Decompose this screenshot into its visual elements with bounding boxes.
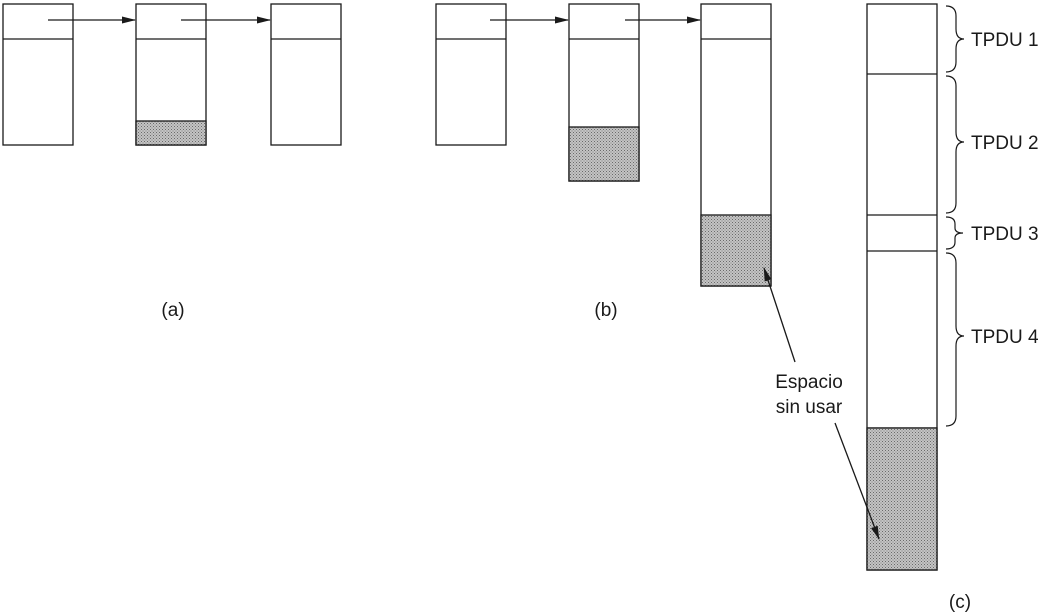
tpdu-4-label: TPDU 4	[971, 327, 1039, 348]
panel-b-buffer-large	[700, 3, 772, 287]
tpdu-3-label: TPDU 3	[971, 224, 1039, 245]
panel-b-buffer-medium	[568, 3, 640, 182]
panel-a: (a)	[2, 3, 342, 321]
panel-a-buffer-3	[270, 3, 342, 146]
panel-b: (b)	[435, 3, 772, 321]
tpdu-1-label: TPDU 1	[971, 30, 1039, 51]
tpdu-2-label: TPDU 2	[971, 133, 1039, 154]
unused-space-arrow-down	[834, 422, 880, 540]
tpdu-2-brace	[945, 75, 965, 214]
unused-space-shading	[866, 427, 938, 571]
unused-space-shading	[568, 126, 640, 182]
panel-a-caption: (a)	[161, 300, 184, 321]
unused-space-annotation: Espacio sin usar	[763, 267, 880, 540]
tpdu-1-brace	[945, 5, 965, 73]
panel-b-caption: (b)	[594, 300, 617, 321]
unused-space-label-line1: Espacio	[775, 372, 843, 393]
unused-space-shading	[700, 214, 772, 287]
panel-a-buffer-2	[135, 3, 207, 146]
unused-space-arrow-up	[763, 267, 796, 363]
tpdu-4-brace	[945, 252, 965, 427]
unused-space-label-line2: sin usar	[776, 397, 843, 418]
panel-c: TPDU 1 TPDU 2 TPDU 3 TPDU 4 (c)	[866, 3, 1039, 613]
unused-space-shading	[135, 120, 207, 146]
panel-c-caption: (c)	[949, 592, 971, 613]
panel-b-buffer-small	[435, 3, 507, 146]
tpdu-3-brace	[945, 216, 964, 250]
panel-a-buffer-1	[2, 3, 74, 146]
panel-c-circular-buffer	[866, 3, 938, 571]
